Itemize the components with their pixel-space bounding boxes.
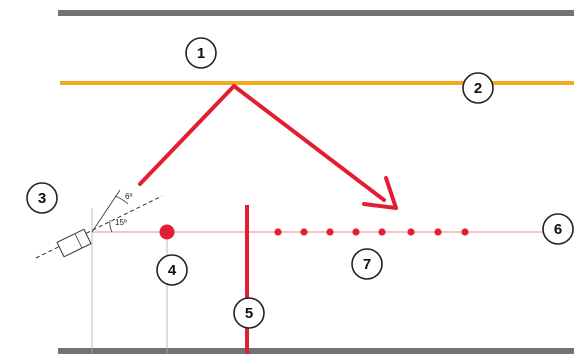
marker-1: 1 [185, 37, 217, 69]
dot [434, 228, 442, 236]
marker-2: 2 [462, 72, 494, 104]
svg-text:6: 6 [554, 221, 562, 238]
orange-line [60, 81, 574, 85]
marker-4: 4 [156, 254, 188, 286]
svg-text:4: 4 [168, 262, 177, 279]
target-dot [159, 224, 175, 240]
dot [352, 228, 360, 236]
angle-ray-upper [91, 189, 121, 233]
marker-5: 5 [233, 297, 265, 329]
angle-label-upper: 6º [125, 192, 132, 201]
angle-arc-upper [114, 195, 129, 205]
dot [326, 228, 334, 236]
dotted-path [274, 228, 469, 236]
svg-text:1: 1 [197, 45, 205, 62]
angle-label-lower: 15º [115, 218, 127, 227]
dot [407, 228, 415, 236]
reflected-ray-arrowhead [362, 176, 398, 210]
svg-text:7: 7 [363, 256, 371, 273]
bottom-boundary-line [58, 348, 574, 354]
dot [300, 228, 308, 236]
svg-text:3: 3 [38, 190, 46, 207]
dot [274, 228, 282, 236]
reflected-ray [232, 84, 386, 202]
sensor-device-icon [56, 228, 92, 258]
marker-3: 3 [26, 182, 58, 214]
marker-7: 7 [351, 248, 383, 280]
sensor-beam-dashed [35, 195, 163, 259]
dot [378, 228, 386, 236]
dot [461, 228, 469, 236]
svg-text:2: 2 [474, 80, 482, 97]
incident-ray [138, 84, 236, 186]
top-boundary-line [58, 10, 574, 16]
angle-arc [109, 219, 113, 233]
marker-6: 6 [542, 213, 574, 245]
svg-text:5: 5 [245, 305, 253, 322]
